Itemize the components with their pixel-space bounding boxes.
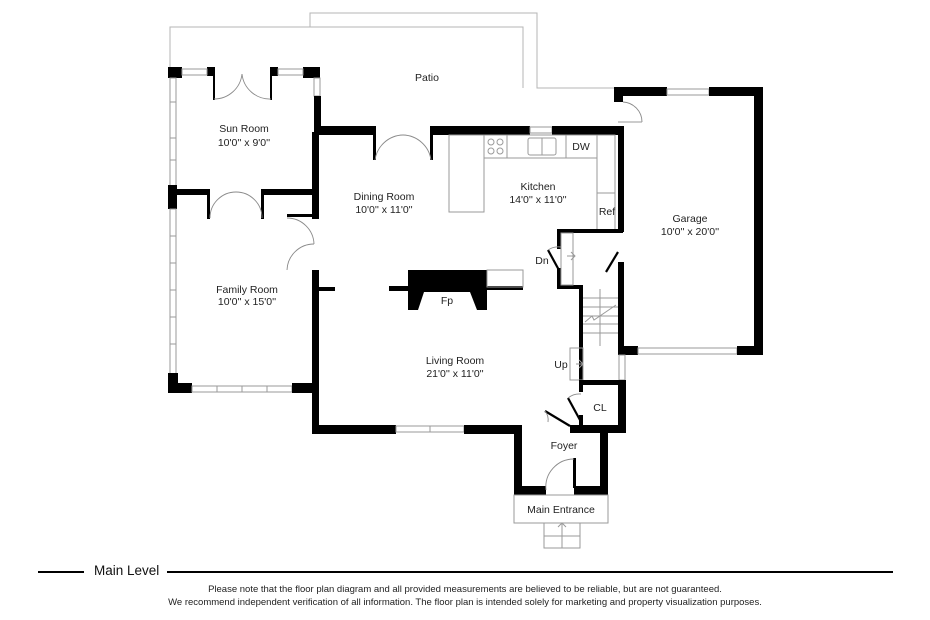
- room-labels: Patio Sun Room 10'0'' x 9'0'' Dining Roo…: [216, 72, 719, 516]
- label-sun-room: Sun Room: [219, 123, 269, 135]
- label-dining-room: Dining Room: [354, 191, 415, 203]
- main-entrance-area: [513, 494, 609, 549]
- sun-room-walls: [168, 67, 321, 187]
- disclaimer-line-1: Please note that the floor plan diagram …: [208, 584, 722, 595]
- label-kitchen: Kitchen: [520, 181, 555, 193]
- label-patio: Patio: [415, 72, 439, 84]
- level-title: Main Level: [94, 563, 160, 578]
- label-stairs-down: Dn: [535, 255, 549, 267]
- label-closet: CL: [593, 402, 607, 414]
- dims-kitchen: 14'0'' x 11'0'': [509, 194, 566, 206]
- family-room-walls: [168, 208, 335, 433]
- label-foyer: Foyer: [551, 440, 578, 452]
- dims-sun-room: 10'0'' x 9'0'': [218, 137, 270, 149]
- label-stairs-up: Up: [554, 359, 568, 371]
- divider-right: [167, 571, 893, 573]
- dims-dining-room: 10'0'' x 11'0'': [355, 204, 412, 216]
- floor-plan: Patio Sun Room 10'0'' x 9'0'' Dining Roo…: [168, 12, 763, 549]
- label-family-room: Family Room: [216, 284, 278, 296]
- patio-outline: [169, 12, 615, 89]
- label-living-room: Living Room: [426, 355, 485, 367]
- dims-living-room: 21'0'' x 11'0'': [426, 368, 483, 380]
- sun-family-divider: [168, 132, 319, 271]
- label-refrigerator: Ref: [599, 206, 615, 218]
- closet-foyer: [514, 380, 626, 495]
- label-garage: Garage: [672, 213, 707, 225]
- fireplace: [389, 269, 524, 310]
- dims-family-room: 10'0'' x 15'0'': [218, 296, 276, 308]
- label-main-entrance: Main Entrance: [527, 504, 595, 516]
- living-room-bottom-wall: [312, 425, 522, 434]
- north-wall: [314, 126, 624, 161]
- divider-left: [38, 571, 84, 573]
- label-dishwasher: DW: [572, 141, 590, 153]
- level-title-row: Main Level: [38, 562, 893, 582]
- disclaimer-line-2: We recommend independent verification of…: [168, 597, 762, 608]
- dims-garage: 10'0'' x 20'0'': [661, 226, 719, 238]
- garage-walls: [614, 87, 763, 355]
- label-fireplace: Fp: [441, 295, 453, 307]
- stair-hall: [547, 229, 626, 383]
